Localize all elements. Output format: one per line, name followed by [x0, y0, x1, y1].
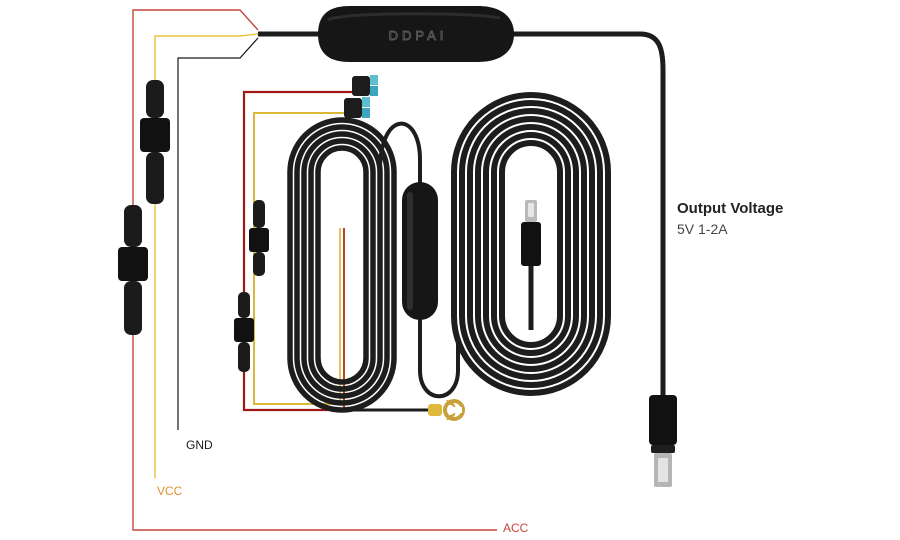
usb-c-plug-coil [521, 200, 541, 330]
ring-terminal [428, 399, 465, 421]
fuse-tap-upper [352, 75, 378, 96]
main-output-cable [510, 31, 666, 395]
inline-fuse-coil-lower [234, 292, 254, 372]
module-loop-cable [378, 121, 422, 185]
acc-label: ACC [503, 521, 529, 535]
inline-fuse-coil-upper [249, 200, 269, 276]
inline-fuse-holder-acc [118, 205, 148, 335]
brand-logo: DDPAI [389, 28, 448, 43]
output-voltage-value: 5V 1-2A [677, 221, 728, 237]
gnd-wire [177, 37, 259, 430]
output-voltage-title: Output Voltage [677, 200, 784, 217]
inline-fuse-holder-vcc [140, 80, 170, 204]
acc-wire [132, 9, 497, 531]
usb-c-plug-output [649, 395, 677, 487]
left-cable-coil [287, 117, 397, 413]
converter-module-small [402, 182, 438, 320]
vcc-label: VCC [157, 484, 183, 498]
gnd-label: GND [186, 438, 213, 452]
vcc-wire [154, 33, 259, 478]
hardwire-module-main [318, 6, 514, 62]
right-cable-coil [451, 92, 611, 396]
fuse-tap-lower [344, 97, 370, 118]
coil-red-lead [242, 90, 358, 412]
